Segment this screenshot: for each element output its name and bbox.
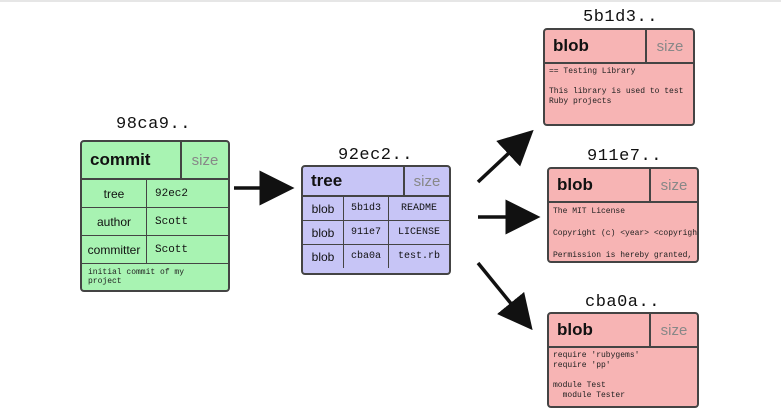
commit-row: committer Scott <box>82 236 228 264</box>
tree-entry-sha: 5b1d3 <box>344 197 389 220</box>
blob-3-size-label: size <box>660 321 688 339</box>
blob-1-size-label: size <box>656 37 684 55</box>
blob-1-type-label: blob <box>545 30 647 62</box>
commit-message: initial commit of my project <box>88 268 185 286</box>
commit-hash: 98ca9.. <box>116 115 191 134</box>
tree-size-label: size <box>413 172 441 190</box>
blob-3-header: blob size <box>549 314 697 348</box>
tree-entry-name: README <box>400 203 437 214</box>
blob-2-hash: 911e7.. <box>587 147 662 166</box>
blob-1-header: blob size <box>545 30 693 64</box>
blob-3-hash: cba0a.. <box>585 293 660 312</box>
tree-object: tree size blob 5b1d3 README blob 911e7 L… <box>301 165 451 275</box>
blob-1-hash: 5b1d3.. <box>583 8 658 27</box>
commit-size-label: size <box>191 151 219 169</box>
tree-entry-kind: blob <box>303 245 344 268</box>
tree-entry: blob cba0a test.rb <box>303 245 449 268</box>
tree-entry: blob 911e7 LICENSE <box>303 221 449 245</box>
commit-row-value: 92ec2 <box>155 187 189 200</box>
tree-entry: blob 5b1d3 README <box>303 197 449 221</box>
commit-row-value: Scott <box>155 215 189 228</box>
commit-header: commit size <box>82 142 228 180</box>
tree-entry-sha: 911e7 <box>344 221 389 244</box>
commit-object: commit size tree 92ec2 author Scott comm… <box>80 140 230 292</box>
tree-entry-kind: blob <box>303 197 344 220</box>
tree-entry-kind: blob <box>303 221 344 244</box>
commit-row-key: tree <box>82 180 147 207</box>
blob-3-content: require 'rubygems' require 'pp' module T… <box>553 351 640 400</box>
commit-row-value: Scott <box>155 243 189 256</box>
arrow-tree-to-blob-1 <box>476 129 534 184</box>
blob-2-content: The MIT License Copyright (c) <year> <co… <box>553 207 699 260</box>
arrow-tree-to-blob-3 <box>476 261 533 331</box>
commit-type-label: commit <box>82 142 182 178</box>
tree-entry-sha: cba0a <box>344 245 389 268</box>
commit-row-key: author <box>82 208 147 235</box>
blob-2-type-label: blob <box>549 169 651 201</box>
tree-hash: 92ec2.. <box>338 146 413 165</box>
tree-entry-name: test.rb <box>397 251 440 262</box>
blob-3-type-label: blob <box>549 314 651 346</box>
blob-2-object: blob size The MIT License Copyright (c) … <box>547 167 699 263</box>
commit-row: tree 92ec2 <box>82 180 228 208</box>
tree-header: tree size <box>303 167 449 197</box>
blob-1-content: == Testing Library This library is used … <box>549 67 684 106</box>
top-divider <box>0 0 781 2</box>
blob-2-size-label: size <box>660 176 688 194</box>
blob-1-object: blob size == Testing Library This librar… <box>543 28 695 126</box>
blob-2-header: blob size <box>549 169 697 203</box>
tree-entry-name: LICENSE <box>397 227 440 238</box>
commit-row: author Scott <box>82 208 228 236</box>
blob-3-object: blob size require 'rubygems' require 'pp… <box>547 312 699 408</box>
tree-type-label: tree <box>303 167 405 195</box>
commit-row-key: committer <box>82 236 147 263</box>
